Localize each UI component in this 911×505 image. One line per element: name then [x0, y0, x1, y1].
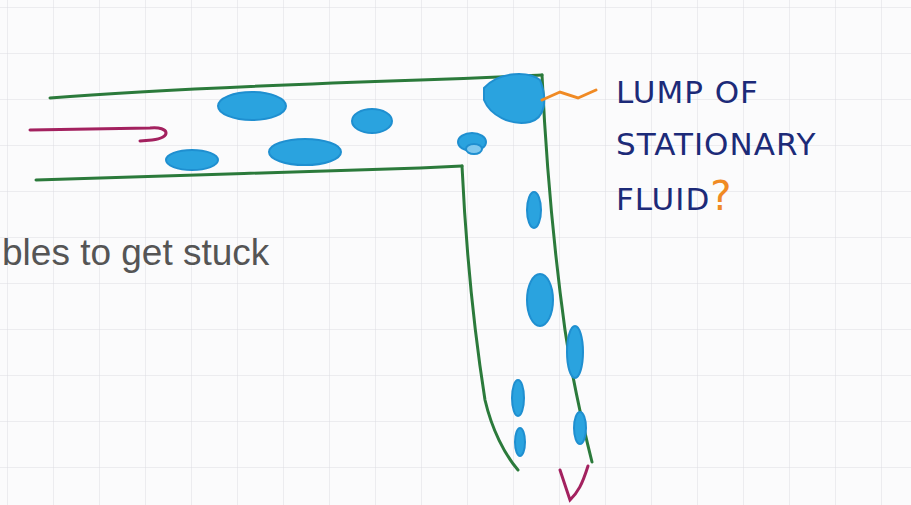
leader-line [542, 90, 596, 100]
flow-arrows [30, 128, 588, 500]
slide-text: bles to get stuck [2, 232, 269, 274]
annotation: LUMP OF STATIONARY FLUID? [616, 66, 886, 225]
question-mark: ? [710, 173, 732, 219]
